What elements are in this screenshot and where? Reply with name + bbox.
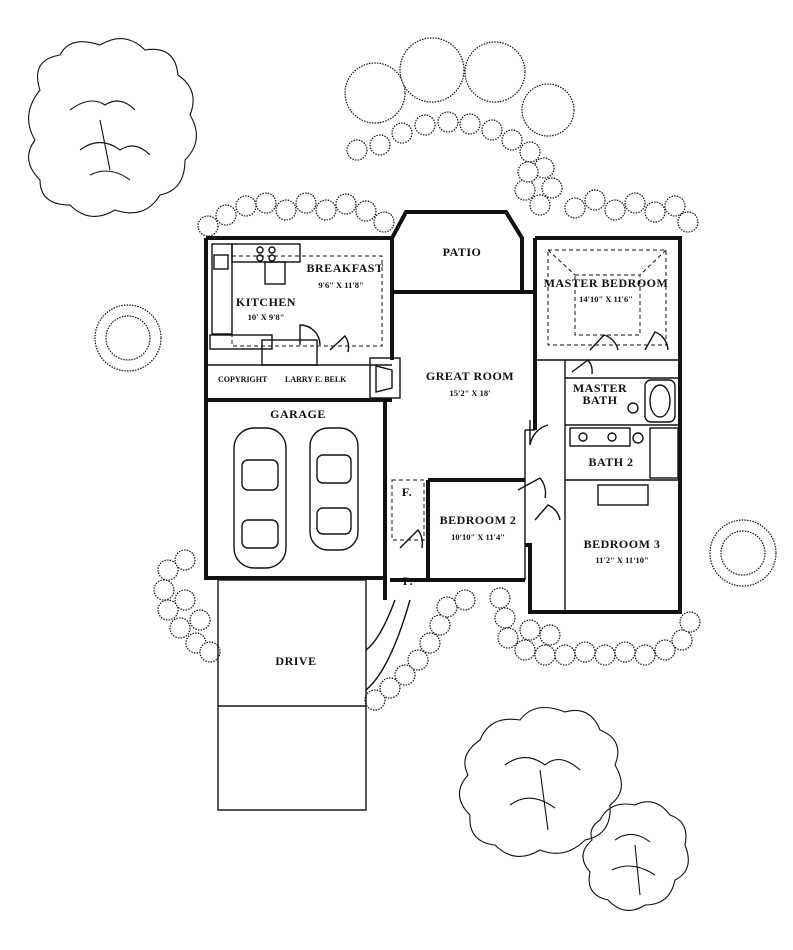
bedroom2-label: BEDROOM 2	[440, 513, 517, 527]
shrub-border-top-right	[564, 189, 699, 233]
shrub-round-right	[709, 519, 777, 587]
bedroom3-label: BEDROOM 3	[584, 537, 661, 551]
shrub-border-front-walk	[364, 587, 701, 711]
master-bath-fixtures	[569, 379, 679, 479]
kitchen-dims: 10' X 9'8"	[248, 312, 285, 322]
great-room-dims: 15'2" X 18'	[449, 388, 490, 398]
master-bedroom-label: MASTER BEDROOM	[544, 276, 669, 290]
door-swings	[299, 324, 669, 549]
patio-label: PATIO	[443, 245, 482, 259]
master-bedroom-dims: 14'10" X 11'6"	[579, 294, 633, 304]
bath2-label: BATH 2	[588, 455, 633, 469]
tree-bottom-center	[458, 706, 622, 857]
copyright-owner: LARRY E. BELK	[285, 375, 347, 384]
master-bath-label-2: BATH	[582, 393, 617, 407]
copyright-label: COPYRIGHT	[218, 375, 268, 384]
kitchen-cabinets	[209, 243, 318, 366]
shrub-round-left	[94, 304, 162, 372]
front-walk	[365, 599, 411, 691]
driveway	[217, 579, 367, 811]
bedroom2-dims: 10'10" X 11'4"	[451, 532, 505, 542]
tree-top-left	[28, 38, 197, 217]
car-right	[309, 427, 359, 551]
kitchen-label: KITCHEN	[236, 295, 296, 309]
master-bath-label-1: MASTER	[573, 381, 627, 395]
bedroom3-dims: 11'2" X 11'10"	[595, 555, 648, 565]
breakfast-dims: 9'6" X 11'8"	[318, 280, 363, 290]
foyer-label: F.	[402, 485, 412, 499]
drive-label: DRIVE	[275, 654, 316, 668]
tree-bottom-right	[582, 801, 689, 911]
breakfast-label: BREAKFAST	[307, 261, 384, 275]
shrub-border-top-arc	[344, 37, 575, 216]
great-room-label: GREAT ROOM	[426, 369, 514, 383]
fireplace	[369, 357, 401, 399]
shrub-border-top-left	[197, 192, 395, 237]
garage-label: GARAGE	[270, 407, 326, 421]
foyer-tiles	[391, 479, 425, 541]
shrub-border-left-bottom	[153, 549, 221, 663]
house-walls	[204, 210, 682, 614]
porch-label: P.	[403, 574, 413, 588]
car-left	[233, 427, 287, 569]
